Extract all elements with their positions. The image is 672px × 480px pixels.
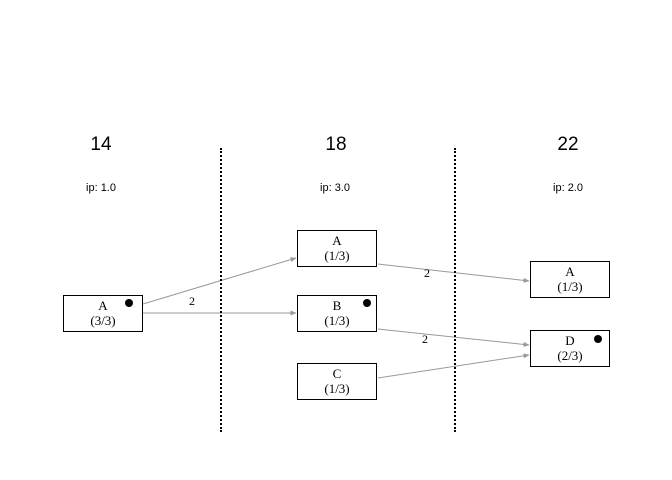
edge-weight-label: 2	[424, 266, 430, 280]
edge-a14-a18	[142, 257, 297, 305]
column-header-22: 22	[557, 134, 579, 155]
token-dot-icon	[594, 335, 602, 343]
column-header-14: 14	[90, 134, 112, 155]
edge-a18-a22	[377, 263, 530, 283]
node-fraction: (1/3)	[324, 247, 350, 263]
column-ip-label-18: ip: 3.0	[320, 182, 350, 194]
node-n-d-22[interactable]: D(2/3)	[530, 330, 610, 367]
node-n-a-22[interactable]: A(1/3)	[530, 261, 610, 298]
edge-weight-label: 2	[422, 332, 428, 346]
column-ip-label-22: ip: 2.0	[553, 182, 583, 194]
node-label: A	[332, 233, 342, 249]
node-n-c-18[interactable]: C(1/3)	[297, 363, 377, 400]
node-label: A	[565, 264, 575, 280]
node-fraction: (1/3)	[324, 312, 350, 328]
node-n-a-18[interactable]: A(1/3)	[297, 230, 377, 267]
edge-weight-label: 2	[189, 294, 195, 308]
node-label: B	[332, 298, 342, 314]
edges-group	[142, 257, 530, 379]
edge-c18-d22	[377, 353, 530, 379]
node-fraction: (2/3)	[557, 347, 583, 363]
edge-b18-d22	[377, 328, 530, 347]
node-label: C	[332, 366, 342, 382]
node-label: A	[98, 298, 108, 314]
column-ip-label-14: ip: 1.0	[86, 182, 116, 194]
divider-1	[220, 148, 222, 432]
node-fraction: (3/3)	[90, 312, 116, 328]
node-label: D	[565, 333, 575, 349]
node-fraction: (1/3)	[324, 380, 350, 396]
node-fraction: (1/3)	[557, 278, 583, 294]
token-dot-icon	[125, 299, 133, 307]
token-dot-icon	[363, 299, 371, 307]
divider-2	[454, 148, 456, 432]
column-header-18: 18	[325, 134, 347, 155]
